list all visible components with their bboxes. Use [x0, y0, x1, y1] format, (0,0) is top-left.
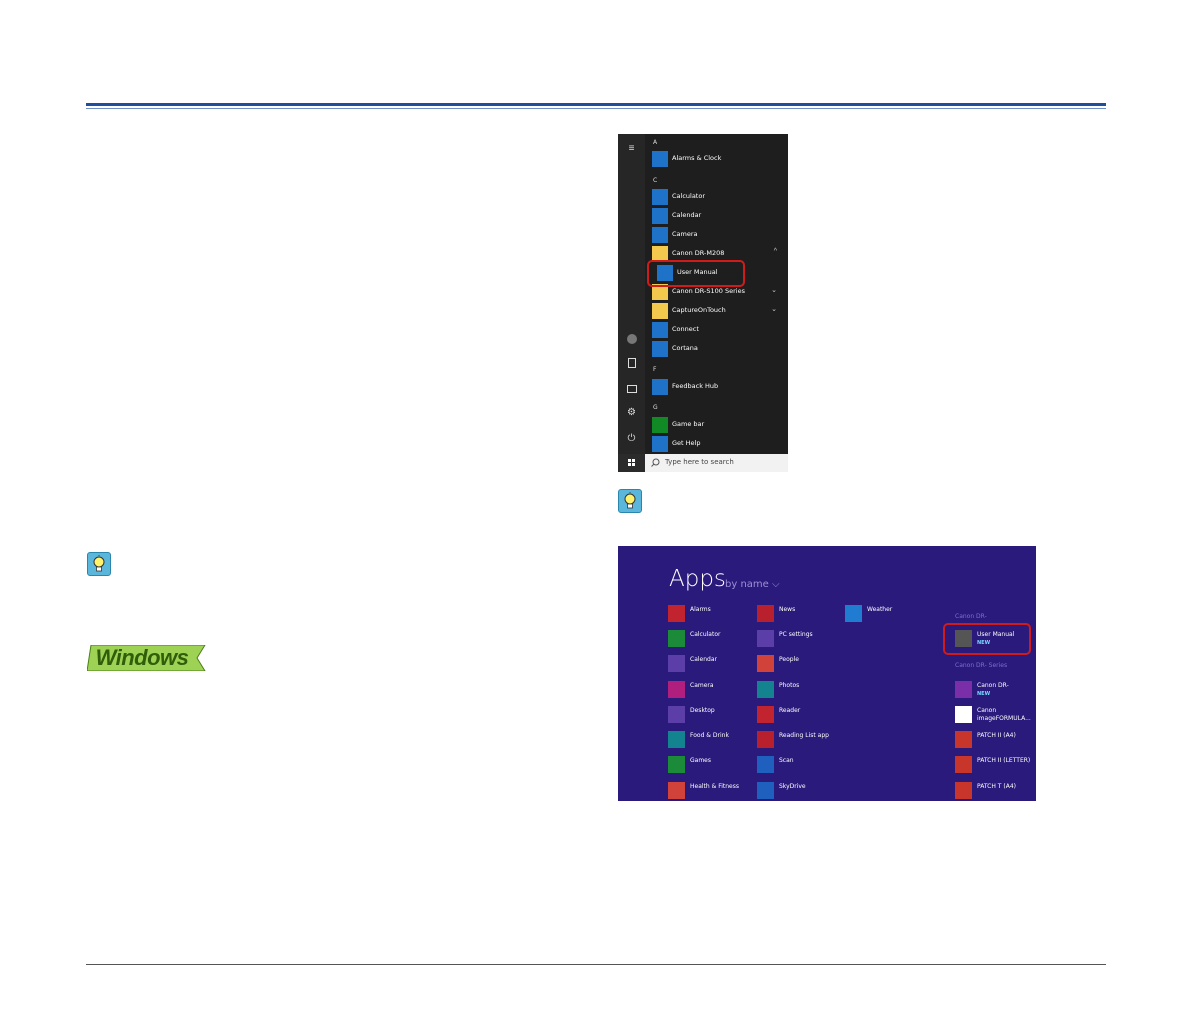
- alarm-clock-icon: [668, 605, 685, 622]
- app-calculator[interactable]: Calculator: [652, 189, 783, 206]
- folder-icon: [652, 246, 668, 262]
- letter-header[interactable]: G: [653, 404, 658, 411]
- pdf-document-icon: [955, 731, 972, 748]
- pictures-icon[interactable]: [618, 382, 645, 396]
- app-get-help[interactable]: Get Help: [652, 436, 783, 453]
- calendar-icon: [668, 655, 685, 672]
- start-menu-app-list: A Alarms & Clock C Calculator Calendar C…: [645, 134, 788, 454]
- new-badge: NEW: [977, 691, 991, 697]
- taskbar-search: Type here to search: [618, 454, 788, 472]
- chevron-down-icon: ⌄: [771, 306, 777, 313]
- user-avatar-icon[interactable]: [618, 332, 645, 346]
- windows10-start-menu: ≡ ⚙ ⏻ A Alarms & Clock C Calculator Cale…: [618, 134, 788, 472]
- search-input[interactable]: Type here to search: [665, 458, 734, 466]
- camera-icon: [668, 681, 685, 698]
- folder-canon-dr-s100[interactable]: Canon DR-S100 Series ⌄: [652, 284, 783, 301]
- book-icon: [955, 706, 972, 723]
- hint-lightbulb-icon: [618, 489, 642, 513]
- health-heart-icon: [668, 782, 685, 799]
- search-icon: [651, 458, 660, 467]
- letter-header[interactable]: F: [653, 366, 657, 373]
- apps-title: Apps: [669, 566, 726, 592]
- desktop-icon: [668, 706, 685, 723]
- windows-os-badge: Windows: [87, 645, 211, 671]
- camera-icon: [652, 227, 668, 243]
- windows-start-button[interactable]: [618, 454, 645, 472]
- start-menu-rail: ≡ ⚙ ⏻: [618, 134, 645, 454]
- photos-icon: [757, 681, 774, 698]
- app-alarms-clock[interactable]: Alarms & Clock: [652, 151, 783, 168]
- calculator-icon: [668, 630, 685, 647]
- feedback-icon: [652, 379, 668, 395]
- connect-icon: [652, 322, 668, 338]
- power-icon[interactable]: ⏻: [627, 433, 636, 444]
- new-badge: NEW: [977, 640, 991, 646]
- header-rule: [86, 103, 1106, 106]
- alarm-clock-icon: [652, 151, 668, 167]
- reader-icon: [757, 706, 774, 723]
- app-label: Canon DR-: [977, 682, 1009, 689]
- user-manual-highlight: [647, 260, 745, 287]
- people-icon: [757, 655, 774, 672]
- reading-list-icon: [757, 731, 774, 748]
- hint-lightbulb-icon: [87, 552, 111, 576]
- settings-gear-icon: [757, 630, 774, 647]
- hamburger-menu-icon[interactable]: ≡: [628, 143, 635, 154]
- app-label: Canon: [977, 707, 997, 714]
- folder-icon: [652, 303, 668, 319]
- group-header: Canon DR-: [955, 613, 987, 620]
- app-feedback-hub[interactable]: Feedback Hub: [652, 379, 783, 396]
- manual-document-icon: [657, 265, 673, 281]
- folder-captureontouch[interactable]: CaptureOnTouch ⌄: [652, 303, 783, 320]
- windows-badge-label: Windows: [95, 645, 189, 670]
- calendar-icon: [652, 208, 668, 224]
- user-manual-highlight: [943, 623, 1031, 655]
- sort-by-name-dropdown[interactable]: by name ⌵: [725, 579, 780, 590]
- footer-rule: [86, 964, 1106, 965]
- folder-canon-dr-m208[interactable]: Canon DR-M208 ^: [652, 246, 783, 263]
- chevron-up-icon: ^: [773, 248, 777, 255]
- scanner-icon: [757, 756, 774, 773]
- app-cortana[interactable]: Cortana: [652, 341, 783, 358]
- canon-app-icon: [955, 681, 972, 698]
- pdf-document-icon: [955, 782, 972, 799]
- app-connect[interactable]: Connect: [652, 322, 783, 339]
- calculator-icon: [652, 189, 668, 205]
- game-bar-icon: [652, 417, 668, 433]
- app-game-bar[interactable]: Game bar: [652, 417, 783, 434]
- app-camera[interactable]: Camera: [652, 227, 783, 244]
- letter-header[interactable]: A: [653, 139, 658, 146]
- help-icon: [652, 436, 668, 452]
- app-label: User Manual: [977, 631, 1015, 638]
- cortana-icon: [652, 341, 668, 357]
- games-controller-icon: [668, 756, 685, 773]
- folder-icon: [652, 284, 668, 300]
- documents-icon[interactable]: [618, 356, 645, 370]
- weather-sun-icon: [845, 605, 862, 622]
- pdf-document-icon: [955, 756, 972, 773]
- app-label-line2: imageFORMULA...: [977, 715, 1031, 722]
- app-user-manual[interactable]: User Manual: [657, 265, 788, 282]
- settings-gear-icon[interactable]: ⚙: [627, 407, 636, 418]
- windows8-apps-screen: Apps by name ⌵ Alarms Calculator Calenda…: [618, 546, 1036, 801]
- header-rule-thin: [86, 108, 1106, 109]
- group-header: Canon DR- Series: [955, 662, 1008, 669]
- cloud-icon: [757, 782, 774, 799]
- letter-header[interactable]: C: [653, 177, 658, 184]
- food-drink-icon: [668, 731, 685, 748]
- chevron-down-icon: ⌄: [771, 287, 777, 294]
- manual-document-icon: [955, 630, 972, 647]
- app-calendar[interactable]: Calendar: [652, 208, 783, 225]
- news-icon: [757, 605, 774, 622]
